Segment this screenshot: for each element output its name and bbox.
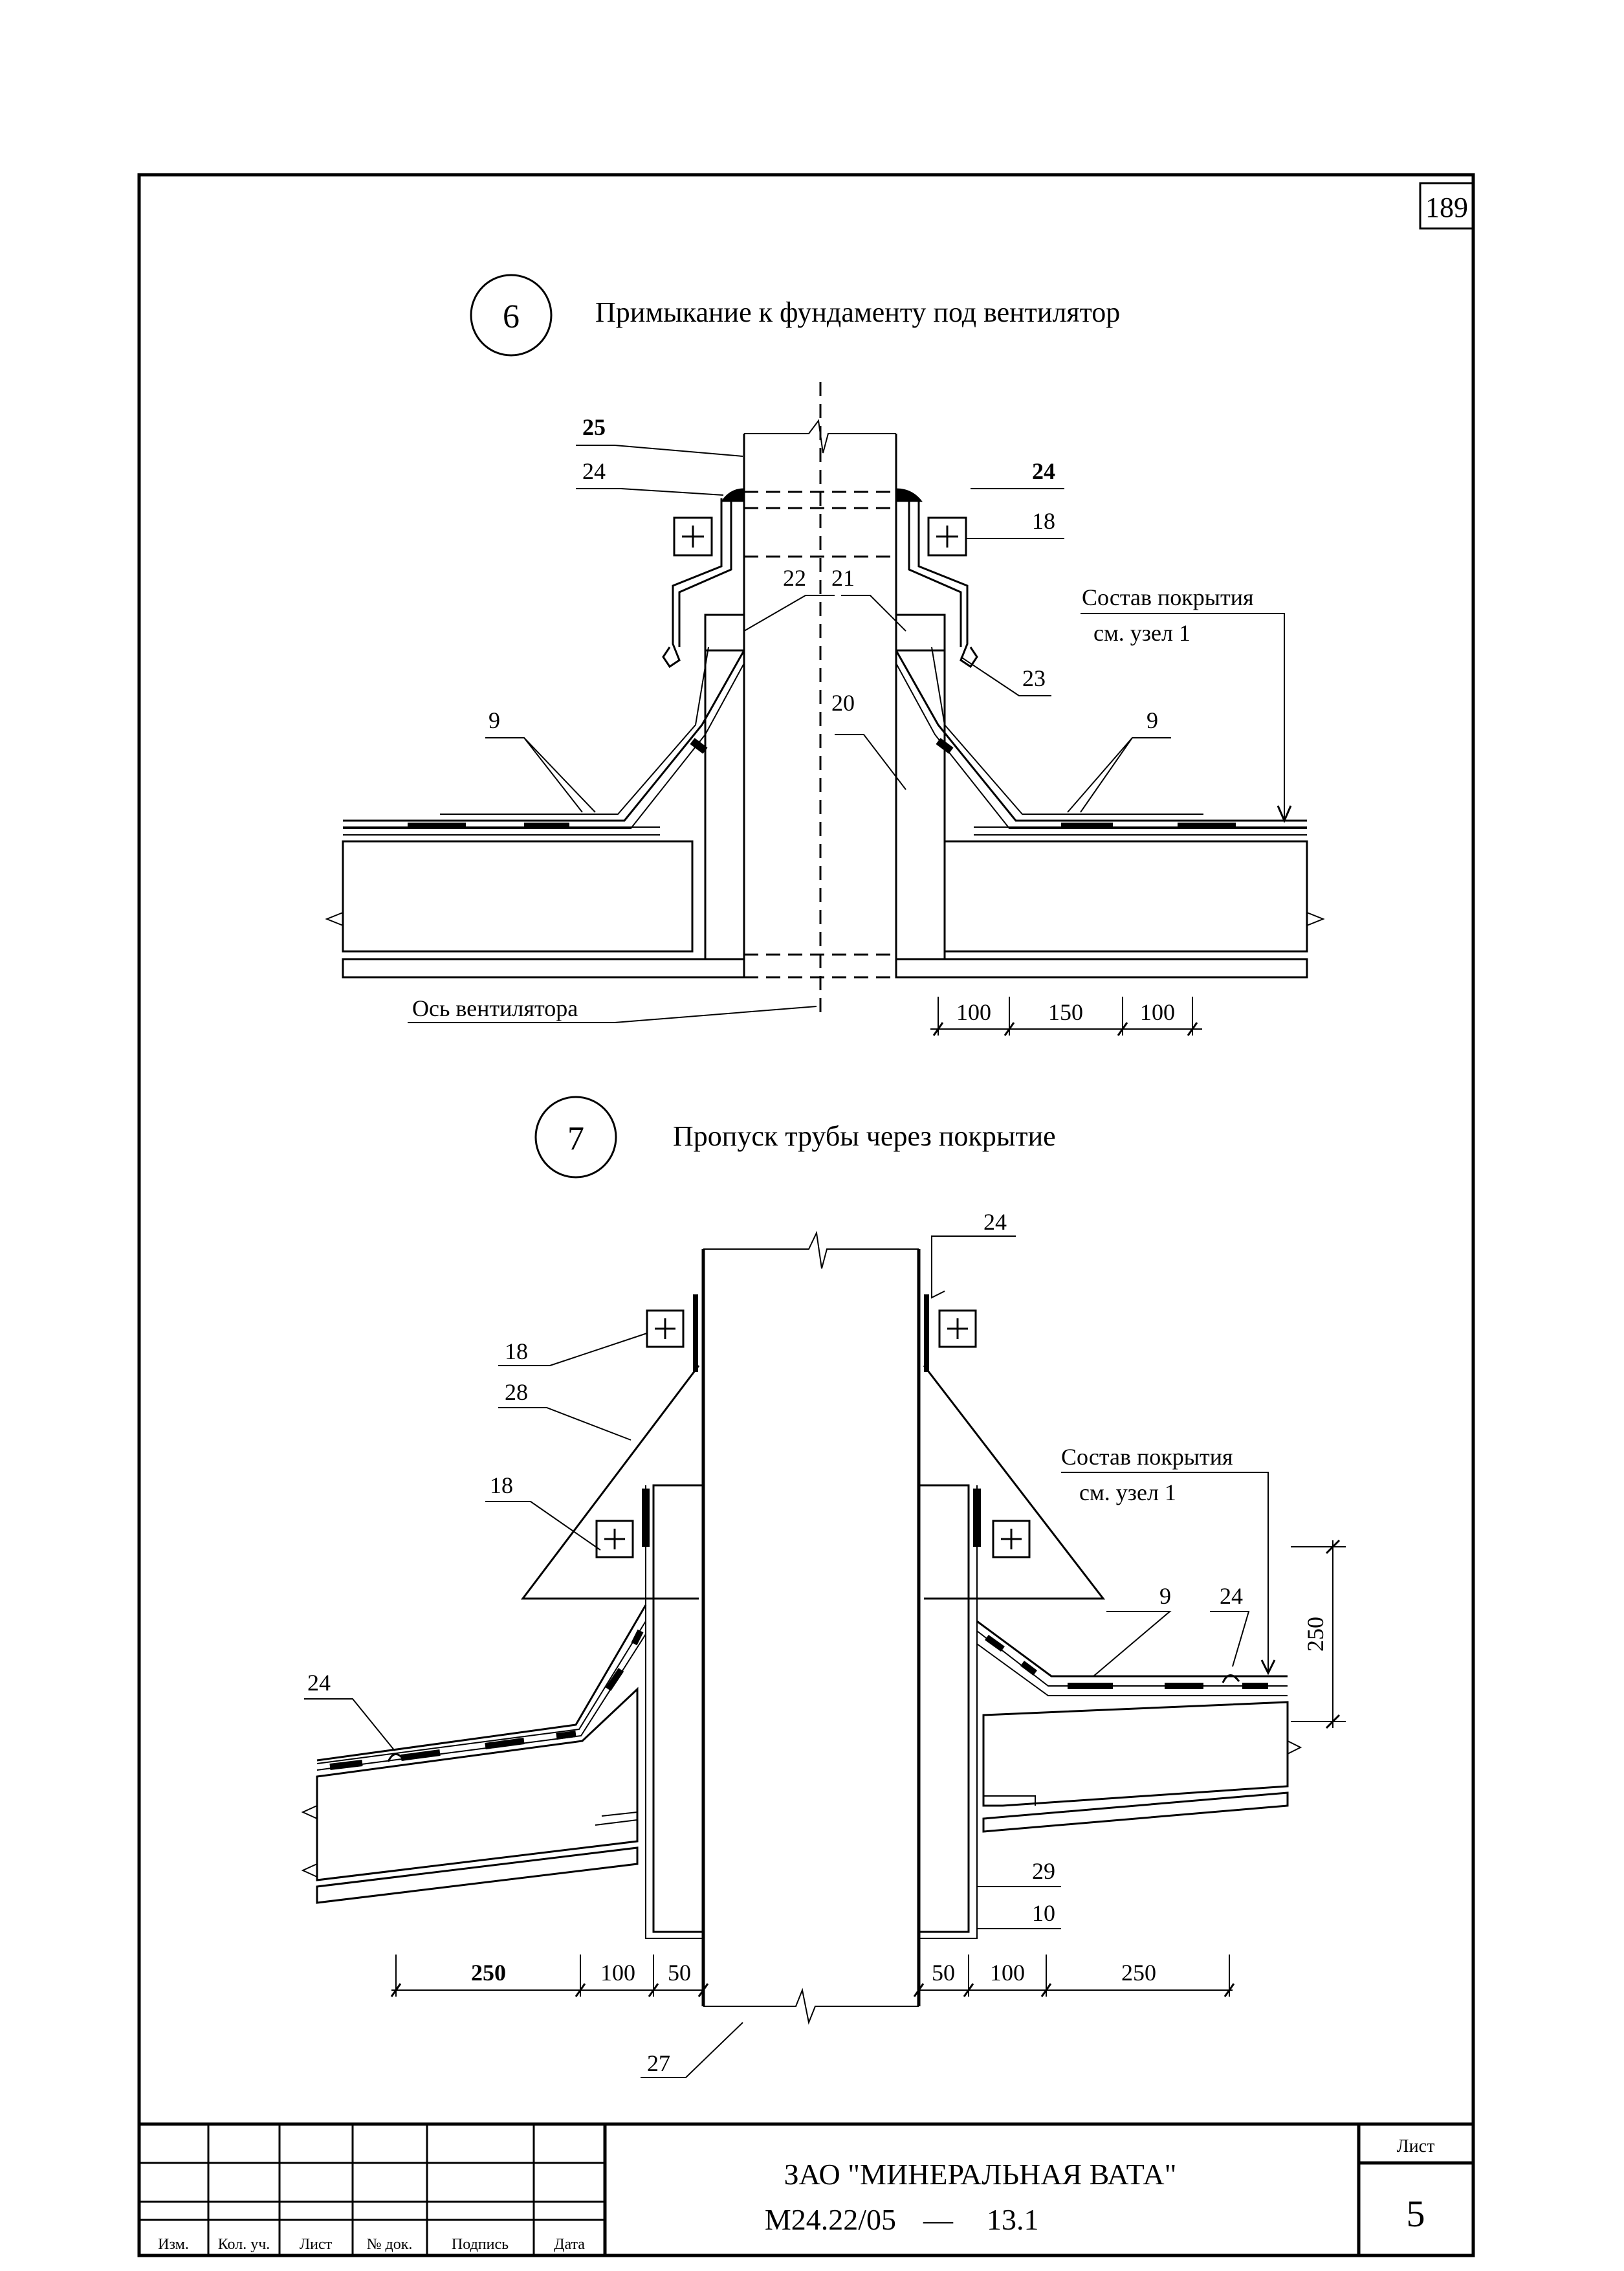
- node7-fastener-top-right: [938, 1309, 977, 1348]
- node6-foundation-right: [895, 649, 946, 960]
- document-sheet-ref: 13.1: [987, 2203, 1039, 2236]
- node6-insulation-left: [342, 840, 694, 953]
- title-block: Изм. Кол. уч. Лист № док. Подпись Дата З…: [139, 2122, 1473, 2255]
- node7-umbrella-left: [520, 1365, 700, 1600]
- node6-label-24-right: 24: [1032, 458, 1055, 484]
- company-name: ЗАО "МИНЕРАЛЬНАЯ ВАТА": [784, 2158, 1177, 2191]
- node-7-title: Пропуск трубы через покрытие: [673, 1120, 1056, 1152]
- node7-dim-left-3: 50: [668, 1960, 691, 1986]
- node7-dim-left-2: 100: [600, 1960, 635, 1986]
- node7-roof-insulation-left: [316, 1687, 639, 1881]
- node7-fastener-top-left: [646, 1309, 685, 1348]
- title-col-doc-no: № док.: [367, 2236, 413, 2253]
- node-7-number: 7: [567, 1120, 584, 1157]
- node6-label-9-left: 9: [488, 707, 500, 733]
- node7-sleeve-left: [652, 1484, 705, 1933]
- node6-label-21: 21: [831, 565, 855, 591]
- node-6-detail: 6 Примыкание к фундаменту под вентилятор: [325, 274, 1325, 1036]
- node7-label-18-mid: 18: [490, 1472, 513, 1498]
- node-6-number: 6: [503, 298, 520, 335]
- node7-label-10: 10: [1032, 1900, 1055, 1926]
- node7-label-18-top: 18: [505, 1338, 528, 1364]
- node-7-detail: 7 Пропуск трубы через покрытие: [301, 1096, 1346, 2078]
- node6-label-18: 18: [1032, 508, 1055, 534]
- title-col-list: Лист: [300, 2236, 333, 2253]
- node7-vertical-dimension: 250: [1291, 1539, 1346, 1729]
- node6-dim-2: 150: [1048, 999, 1083, 1025]
- node6-label-22: 22: [783, 565, 806, 591]
- title-col-kol-uch: Кол. уч.: [218, 2236, 270, 2253]
- node7-umbrella-right: [923, 1365, 1106, 1600]
- node6-dimension-chain: 100 150 100: [930, 997, 1202, 1036]
- node6-coating-line1: Состав покрытия: [1082, 584, 1254, 610]
- node7-label-9: 9: [1159, 1583, 1171, 1609]
- node7-label-27: 27: [647, 2050, 670, 2076]
- node6-label-20: 20: [831, 690, 855, 716]
- node7-label-28: 28: [505, 1379, 528, 1405]
- node6-coating-line2: см. узел 1: [1093, 620, 1191, 646]
- node7-sleeve-right: [917, 1484, 970, 1933]
- node7-fastener-mid-right: [992, 1520, 1031, 1558]
- title-col-signature: Подпись: [452, 2236, 509, 2253]
- sheet-number: 5: [1407, 2193, 1425, 2235]
- node7-dimension-chain: 250 100 50 50 100 250: [390, 1955, 1235, 1997]
- node6-foundation-left: [704, 649, 745, 960]
- node7-dim-vertical: 250: [1302, 1617, 1328, 1652]
- node6-insulation-right: [943, 840, 1308, 953]
- node6-fastener-right: [927, 516, 967, 557]
- node6-dim-1: 100: [956, 999, 991, 1025]
- node6-dim-3: 100: [1140, 999, 1175, 1025]
- node7-coating-line1: Состав покрытия: [1061, 1444, 1233, 1470]
- node6-label-24-left: 24: [582, 458, 606, 484]
- node7-roof-insulation-right: [982, 1701, 1289, 1807]
- node7-label-24-top: 24: [983, 1209, 1007, 1235]
- document-code-dash: —: [923, 2203, 954, 2236]
- node6-label-25: 25: [582, 414, 606, 440]
- sheet-label: Лист: [1397, 2136, 1435, 2156]
- node-6-title: Примыкание к фундаменту под вентилятор: [595, 296, 1120, 328]
- node7-label-24-right: 24: [1220, 1583, 1243, 1609]
- node7-fastener-mid-left: [595, 1520, 634, 1558]
- node7-dim-right-2: 100: [990, 1960, 1025, 1986]
- sheet-frame: 18 9: [137, 173, 1475, 2257]
- node7-dim-right-1: 50: [932, 1960, 955, 1986]
- node6-label-23: 23: [1022, 665, 1046, 691]
- node7-label-24-left: 24: [307, 1670, 331, 1696]
- node7-label-29: 29: [1032, 1858, 1055, 1884]
- node6-label-9-right: 9: [1147, 707, 1158, 733]
- title-col-izm: Изм.: [158, 2236, 189, 2253]
- page-number: 189: [1425, 192, 1468, 223]
- node6-fastener-left: [673, 516, 713, 557]
- document-code: М24.22/05: [765, 2203, 896, 2236]
- node7-dim-left-1: 250: [471, 1960, 506, 1986]
- node6-axis-label: Ось вентилятора: [412, 995, 578, 1021]
- node7-dim-right-3: 250: [1121, 1960, 1156, 1986]
- title-col-date: Дата: [554, 2236, 585, 2253]
- node7-coating-line2: см. узел 1: [1079, 1479, 1176, 1505]
